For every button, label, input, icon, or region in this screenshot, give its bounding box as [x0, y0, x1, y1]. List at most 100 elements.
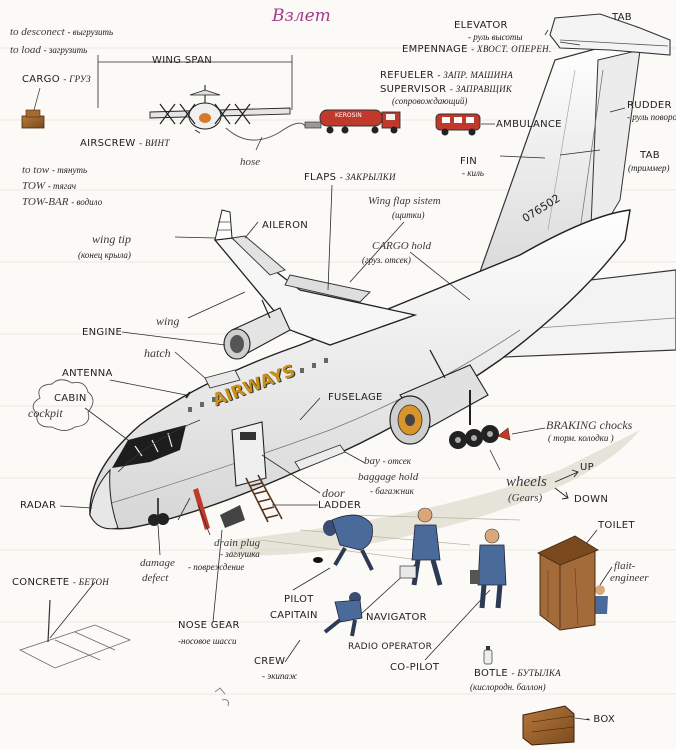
crew-translation: - экипаж	[262, 671, 298, 681]
drain-plug-label: drain plug	[214, 537, 261, 549]
wing-tip-label: wing tip	[92, 232, 132, 246]
gear-direction-arrows	[554, 469, 579, 500]
wheels-label: wheels	[506, 474, 547, 490]
tab-right-label: TAB	[640, 150, 660, 161]
hatch-label: hatch	[144, 346, 171, 360]
ladder-label: LADDER	[318, 500, 362, 511]
hatch	[204, 369, 241, 389]
page-title: Взлет	[272, 6, 331, 26]
wing-flap-sistem-translation: (щитки)	[392, 210, 425, 220]
fuselage-label: FUSELAGE	[328, 392, 383, 403]
cabin-label: CABIN	[54, 393, 87, 404]
botle-label: BOTLE - бутылка	[474, 668, 561, 679]
box-label: - Box	[586, 714, 616, 725]
cargo-hold-translation: (груз. отсек)	[362, 255, 411, 265]
empennage	[549, 13, 671, 56]
supervisor-label: SUPERVISOR - заправщик	[380, 84, 513, 95]
to-desconect-label: to desconect - выгрузить	[10, 26, 114, 38]
cargo-label: CARGO - груз	[22, 74, 91, 85]
co-pilot-label: CO-PILOT	[390, 662, 440, 673]
wing-tip-translation: (конец крыла)	[78, 250, 131, 260]
empennage-label: EMPENNAGE - хвост. оперен.	[402, 44, 552, 55]
aileron-label: AiLERON	[262, 220, 309, 231]
braking-chocks-label: BRAKING chocks	[546, 418, 633, 432]
tab-top-label: TAB	[612, 12, 632, 23]
pilot-label: PILOT	[284, 594, 314, 605]
antenna	[185, 391, 191, 399]
crew-figures	[313, 507, 608, 637]
cabin-windows	[188, 358, 328, 412]
aileron	[231, 235, 286, 276]
ambulance-van	[435, 113, 495, 136]
drain-plug	[193, 488, 210, 530]
elevator-label: ELEVATOR	[454, 20, 508, 31]
ambulance-label: AMBULANCE	[496, 119, 562, 130]
flait-engineer-label-2: engineer	[610, 572, 649, 584]
radio-operator-label: RADIO OPERATOR	[348, 642, 433, 652]
fuselage-door	[231, 421, 267, 487]
to-tow-label: to tow - тянуть	[22, 164, 88, 176]
cargo-hold-label: CARGO hold	[372, 240, 431, 252]
nose-gear	[148, 498, 169, 526]
main-gear	[449, 390, 511, 449]
ground-shadow	[230, 430, 640, 556]
drain-plug-translation: - заглушка	[220, 549, 260, 559]
to-load-label: to load - загрузить	[10, 44, 88, 56]
defect-label: defect	[142, 572, 169, 584]
wing-label: wing	[156, 314, 180, 328]
gears-label: (Gears)	[508, 492, 543, 504]
bay-label: bay - отсек	[364, 455, 411, 467]
leader-lines	[49, 29, 626, 663]
supervisor-note: (сопровождающий)	[392, 96, 468, 106]
nose-gear-label: NOSE GEAR	[178, 620, 240, 631]
wing-tip	[214, 209, 233, 241]
cockpit-label: cockpit	[28, 406, 63, 420]
fin-label: FIN	[460, 156, 478, 167]
toilet-label: TOILET	[598, 520, 635, 531]
engine-label: ENGINE	[82, 327, 123, 338]
botle-note: (кислородн. баллон)	[470, 682, 546, 692]
hose-label: hose	[240, 156, 261, 168]
flait-engineer-label: flait-	[614, 560, 636, 572]
cargo-crate	[21, 87, 45, 129]
navigator-label: NAVIGATOR	[366, 612, 427, 623]
elevator-translation: - руль высоты	[468, 32, 523, 42]
baggage-hold-label: baggage hold	[358, 471, 419, 483]
boarding-ladder	[245, 474, 283, 523]
rudder-translation: - руль поворота	[627, 112, 676, 122]
tow-label: TOW - тягач	[22, 180, 77, 192]
damage-label: damage	[140, 557, 175, 569]
airscrew-label: AIRSCREW - винт	[80, 138, 170, 149]
braking-chock	[497, 427, 511, 441]
gear-up-label: UP	[580, 462, 594, 473]
wingspan-aircraft	[149, 85, 291, 134]
radar-dome	[89, 468, 119, 530]
oxygen-bottle	[483, 646, 493, 665]
antenna-label: ANTENNA	[62, 368, 113, 379]
crew-label: CREW	[254, 656, 286, 667]
pilot-figure	[313, 514, 374, 571]
baggage-hold-translation: - багажник	[370, 486, 414, 496]
hose-line	[225, 122, 306, 141]
radar-label: RADAR	[20, 500, 57, 511]
cabin-cockpit-bubble	[32, 379, 94, 431]
right-engine	[389, 349, 489, 445]
braking-chocks-translation: ( торм. колодки )	[548, 433, 614, 443]
door-label: door	[322, 486, 345, 500]
concrete-label: CONCRETE - бетон	[12, 577, 110, 588]
rudder-label: RUDDER	[627, 100, 672, 111]
gear-down-label: DOWN	[574, 494, 609, 505]
tab-right-translation: (триммер)	[628, 163, 670, 173]
toilet-booth	[536, 535, 600, 631]
tow-bar-label: TOW-BAR - водило	[22, 196, 103, 208]
flaps-label: FLAPS - закрылки	[304, 172, 396, 183]
radio-operator-figure	[323, 592, 363, 637]
fin-translation: - киль	[462, 168, 484, 178]
nose-gear-translation: -носовое шасси	[178, 636, 237, 646]
tanker-text: KEROSIN	[335, 112, 362, 119]
navigator-figure	[399, 507, 443, 586]
concrete-slabs	[18, 624, 132, 669]
refueler-label: REFUELER - запр. машина	[380, 70, 514, 81]
wooden-box	[522, 705, 591, 746]
